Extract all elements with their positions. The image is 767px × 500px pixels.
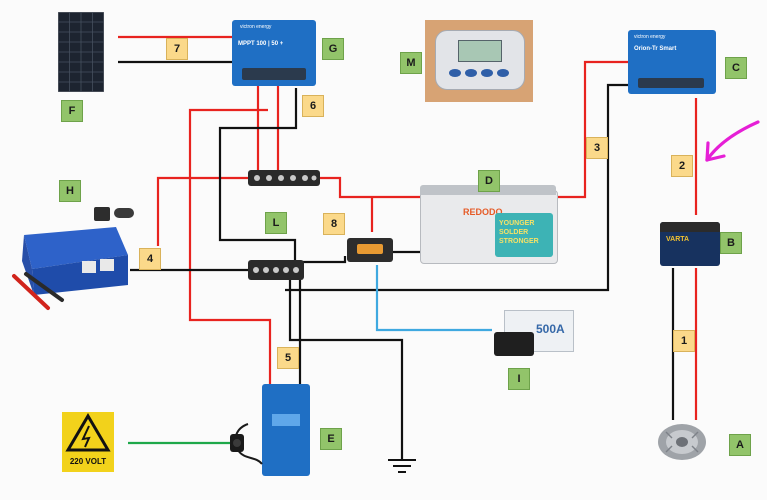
mains-charger bbox=[262, 384, 310, 476]
shunt-block bbox=[347, 238, 393, 262]
wire-ground bbox=[288, 280, 404, 460]
label-wire-1: 1 bbox=[673, 330, 695, 352]
alternator bbox=[654, 420, 710, 464]
ground-symbol bbox=[388, 459, 416, 473]
wire-inverter-positive bbox=[156, 176, 252, 246]
orion-dc-dc-charger: victron energy Orion-Tr Smart bbox=[628, 30, 716, 94]
starter-battery-brand: VARTA bbox=[666, 236, 690, 243]
negative-wires bbox=[118, 60, 675, 460]
battery-label-panel bbox=[495, 213, 553, 257]
remote-control-panel bbox=[425, 20, 533, 102]
label-wire-5: 5 bbox=[277, 347, 299, 369]
label-c: C bbox=[725, 57, 747, 79]
battery-brand: REDODO bbox=[463, 207, 503, 217]
mppt-solar-charger: victron energy MPPT 100 | 50 + bbox=[232, 20, 316, 86]
wire-charger-positive bbox=[188, 108, 272, 384]
starter-battery: VARTA bbox=[660, 222, 720, 266]
busbar-positive bbox=[248, 170, 320, 186]
label-g: G bbox=[322, 38, 344, 60]
annotation-arrow bbox=[705, 120, 760, 162]
charger-display bbox=[272, 414, 300, 426]
mppt-brand: victron energy bbox=[240, 24, 272, 30]
mppt-terminal-strip bbox=[242, 68, 306, 80]
monitor-display bbox=[494, 332, 534, 356]
inverter-remote bbox=[94, 207, 110, 221]
charger-plug bbox=[226, 420, 266, 470]
battery-monitor: 500A bbox=[494, 310, 574, 358]
wire-busbar-to-battery bbox=[318, 176, 420, 199]
mains-voltage-label: 220 VOLT bbox=[69, 457, 107, 466]
orion-terminal-strip bbox=[638, 78, 704, 88]
positive-wires bbox=[118, 35, 698, 420]
remote-buttons bbox=[447, 66, 511, 80]
busbar-negative bbox=[248, 260, 304, 280]
label-b: B bbox=[720, 232, 742, 254]
label-wire-2: 2 bbox=[671, 155, 693, 177]
label-wire-6: 6 bbox=[302, 95, 324, 117]
shunt-copper bbox=[357, 244, 383, 254]
house-battery: REDODO YOUNGER SOLDER STRONGER bbox=[420, 185, 558, 264]
mains-warning-sign: 220 VOLT bbox=[62, 412, 114, 472]
remote-screen bbox=[458, 40, 502, 62]
wire-shunt-display bbox=[375, 265, 492, 332]
wire-busbar-shunt bbox=[300, 256, 347, 264]
label-d: D bbox=[478, 170, 500, 192]
starter-battery-top bbox=[660, 222, 720, 232]
label-f: F bbox=[61, 100, 83, 122]
label-wire-4: 4 bbox=[139, 248, 161, 270]
label-l: L bbox=[265, 212, 287, 234]
solar-panel bbox=[57, 11, 105, 93]
mppt-model-text: MPPT 100 | 50 + bbox=[238, 41, 284, 47]
label-i: I bbox=[508, 368, 530, 390]
label-wire-8: 8 bbox=[323, 213, 345, 235]
label-a: A bbox=[729, 434, 751, 456]
inverter-cables bbox=[8, 270, 68, 316]
orion-model-text: Orion-Tr Smart bbox=[634, 46, 677, 52]
wire-busbar-to-orion-negative bbox=[285, 83, 628, 292]
wire-mppt-negative bbox=[218, 88, 298, 265]
orion-brand: victron energy bbox=[634, 34, 666, 40]
label-h: H bbox=[59, 180, 81, 202]
label-wire-3: 3 bbox=[586, 137, 608, 159]
inverter-sensor bbox=[114, 208, 134, 218]
label-m: M bbox=[400, 52, 422, 74]
wire-battery-to-orion bbox=[555, 60, 628, 199]
label-wire-7: 7 bbox=[166, 38, 188, 60]
inverter bbox=[12, 225, 130, 295]
battery-slogan: YOUNGER SOLDER STRONGER bbox=[499, 220, 539, 245]
label-e: E bbox=[320, 428, 342, 450]
monitor-rating: 500A bbox=[536, 322, 565, 336]
